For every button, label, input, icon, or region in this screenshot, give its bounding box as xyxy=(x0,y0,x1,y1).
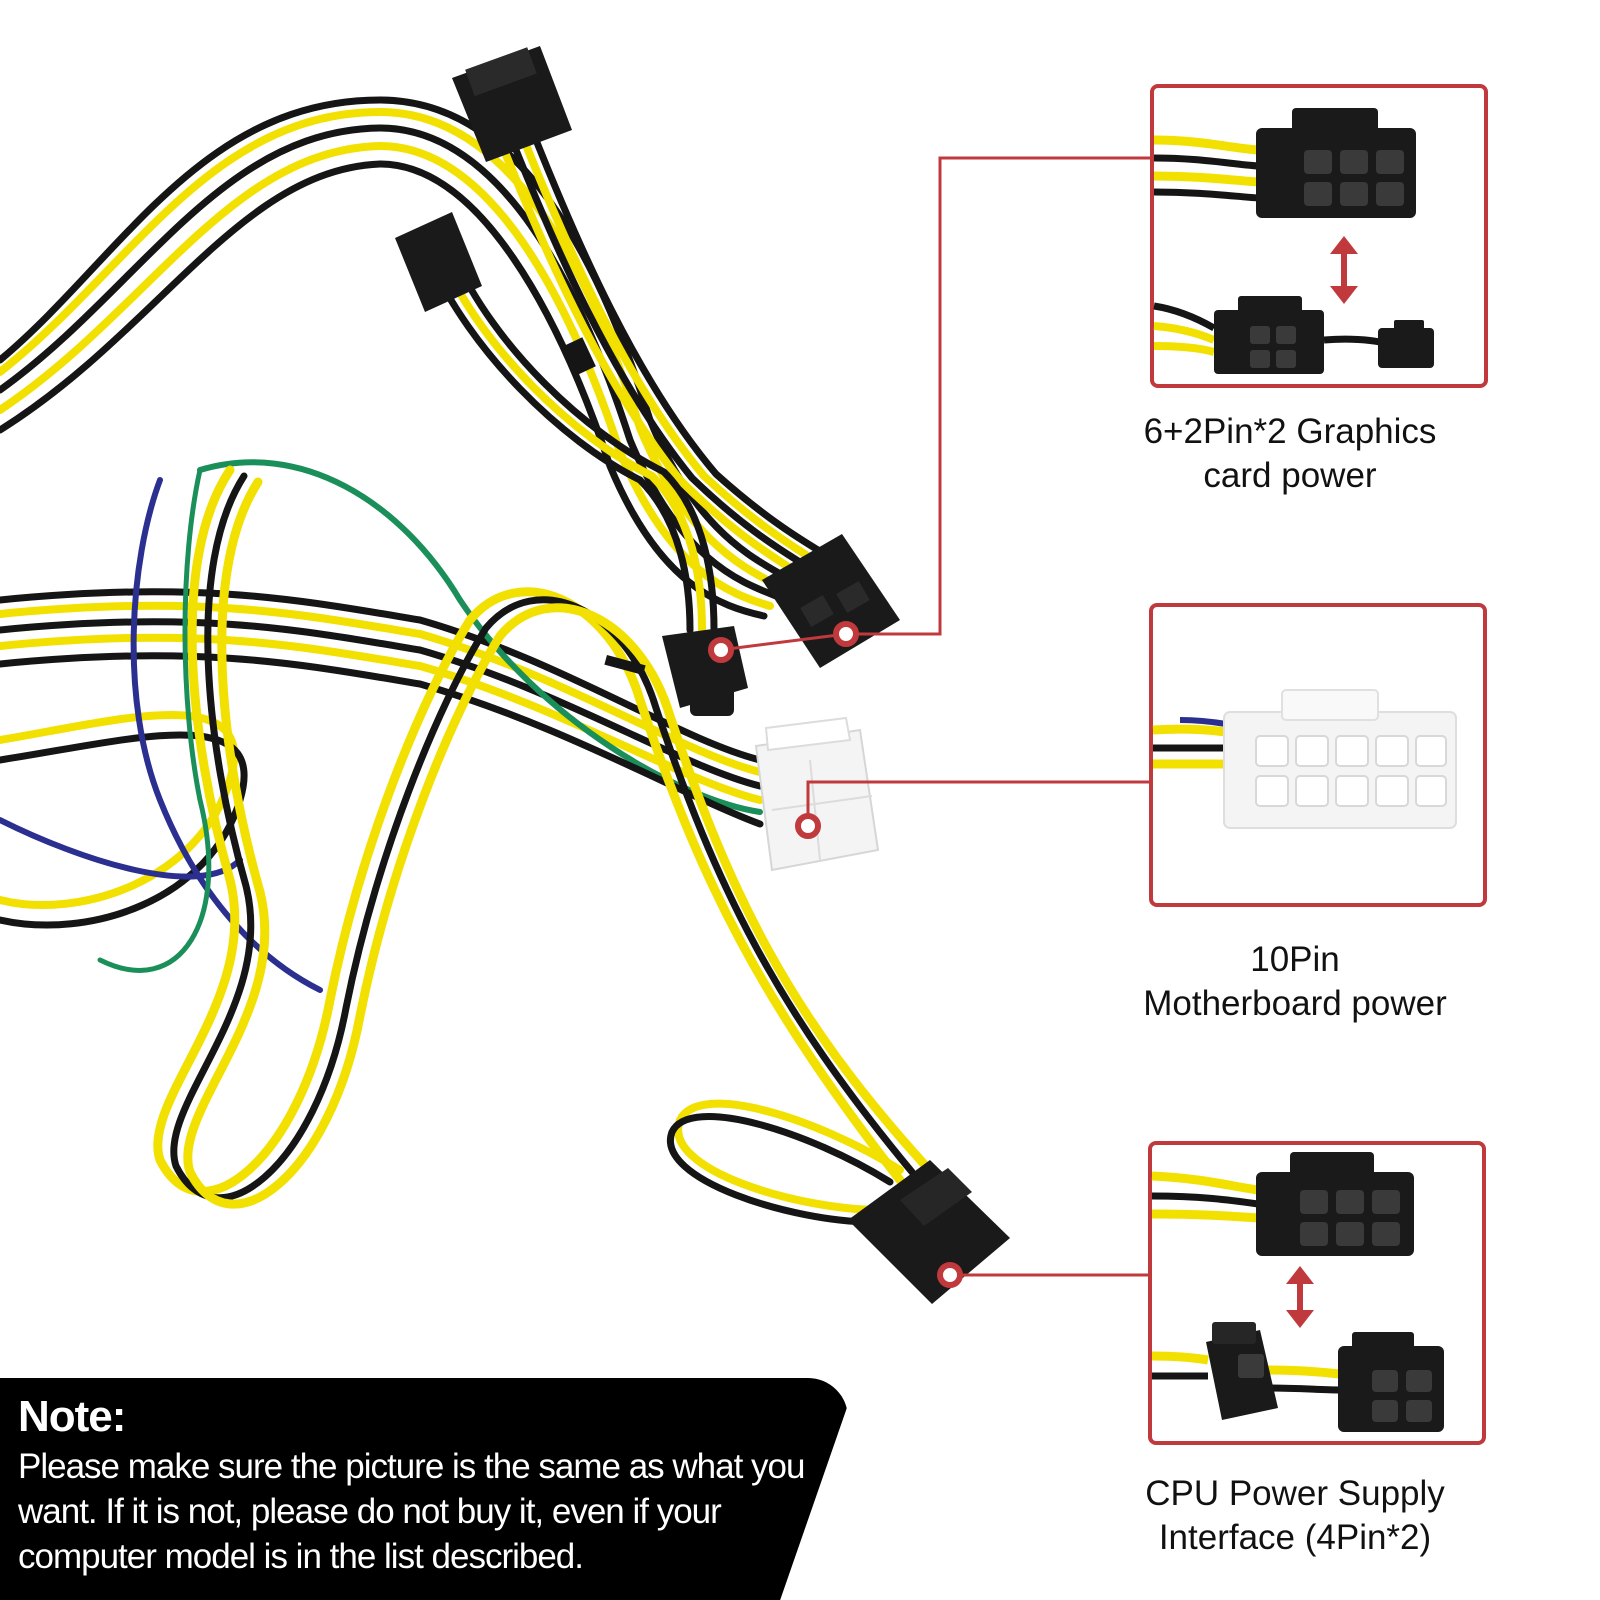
note-title: Note: xyxy=(18,1392,126,1441)
gpu-8pin-dot xyxy=(833,621,859,647)
gpu-caption-line-2: card power xyxy=(1203,456,1377,495)
gpu-callout-line xyxy=(719,156,1152,652)
note-banner: Note: Please make sure the picture is th… xyxy=(0,1378,848,1600)
motherboard-dot xyxy=(795,813,821,839)
cpu-power-caption: CPU Power Supply Interface (4Pin*2) xyxy=(1130,1472,1460,1560)
gpu-power-caption: 6+2Pin*2 Graphics card power xyxy=(1130,410,1450,498)
gpu-2pin-dot xyxy=(708,637,734,663)
cpu-caption-line-2: Interface (4Pin*2) xyxy=(1158,1518,1432,1557)
gpu-8pin-top-connector xyxy=(452,46,572,162)
cpu-caption-line-1: CPU Power Supply xyxy=(1145,1474,1445,1513)
wire-bundle xyxy=(0,96,929,1226)
gpu-inset-box xyxy=(1150,84,1488,388)
cpu-inset-box xyxy=(1148,1141,1486,1445)
motherboard-inset-box xyxy=(1149,603,1487,907)
gpu-2pin-connector xyxy=(662,626,748,716)
note-body: Please make sure the picture is the same… xyxy=(18,1447,805,1576)
callout-lines xyxy=(719,156,1152,1277)
motherboard-power-caption: 10Pin Motherboard power xyxy=(1130,938,1460,1026)
motherboard-callout-line xyxy=(806,780,1152,826)
motherboard-10pin-connector xyxy=(754,716,880,872)
cpu-dot xyxy=(937,1262,963,1288)
gpu-2pin-top-connector xyxy=(395,212,482,312)
cpu-8pin-connector xyxy=(848,1160,1010,1304)
motherboard-caption-line-2: Motherboard power xyxy=(1143,984,1447,1023)
callout-dots xyxy=(708,621,963,1288)
gpu-caption-line-1: 6+2Pin*2 Graphics xyxy=(1143,412,1437,451)
motherboard-caption-line-1: 10Pin xyxy=(1250,940,1340,979)
